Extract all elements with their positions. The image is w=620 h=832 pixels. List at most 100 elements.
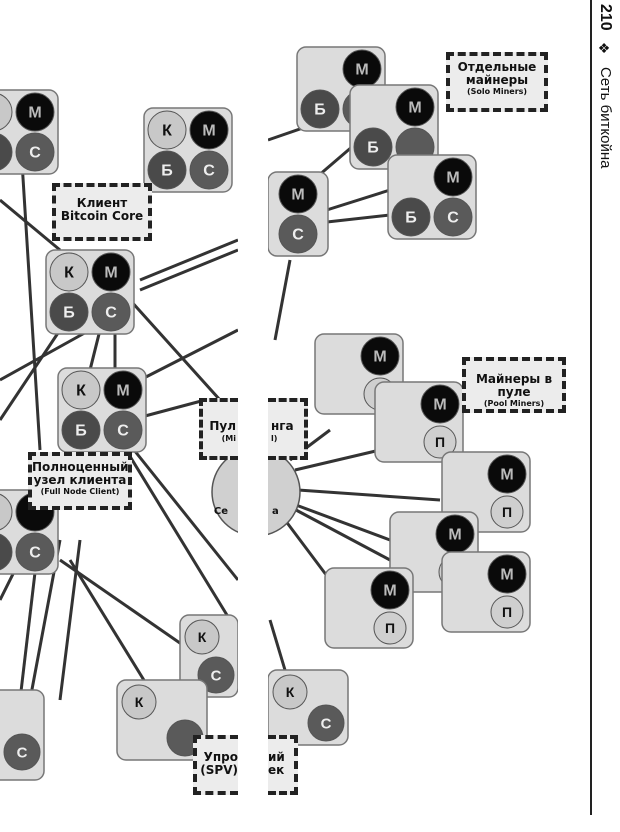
network-icon [91,292,131,332]
blockchain-glyph: Б [405,210,417,227]
label-solo-miners: Отдельные майнеры (Solo Miners) [446,52,548,112]
wallet-glyph: К [76,383,86,400]
network-glyph: С [321,715,332,732]
pool-protocol-icon [423,425,457,459]
edge-line [68,559,152,691]
wallet-glyph: К [286,684,295,700]
miner-icon [370,570,410,610]
blockchain-icon [61,410,101,450]
edge-line [139,238,239,282]
miner-glyph: М [446,170,459,187]
network-icon [433,197,473,237]
edge-line [128,444,240,581]
edge-line [295,503,391,542]
blockchain-icon [49,292,89,332]
miner-icon [360,336,400,376]
edge-line [297,488,441,502]
pool-protocol-icon [373,611,407,645]
edge-line [59,558,191,652]
miner-glyph: М [448,527,461,544]
network-glyph: С [211,667,222,684]
network-icon [15,532,55,572]
blockchain-icon [300,89,340,129]
miner-glyph: М [116,383,129,400]
network-icon [3,733,41,771]
wallet-icon [0,93,13,131]
label-full-node: Полноценный узел клиента (Full Node Clie… [28,452,132,510]
pool-protocol-glyph: П [385,620,395,636]
miner-glyph: М [28,105,41,122]
chapter-title: Сеть биткойна [597,67,614,169]
wallet-glyph: К [64,265,74,282]
edge-line [18,129,42,451]
blockchain-glyph: Б [314,102,326,119]
miner-icon [487,454,527,494]
miner-glyph: М [433,397,446,414]
separator-icon: ❖ [597,40,613,57]
miner-icon [420,384,460,424]
edge-line [0,328,91,382]
server-label-right: а [272,506,279,517]
network-icon [307,704,345,742]
miner-icon [103,370,143,410]
miner-glyph: М [202,123,215,140]
edge-line [88,329,102,371]
network-icon [189,150,229,190]
wallet-glyph: К [135,694,144,710]
blockchain-glyph: Б [367,140,379,157]
wallet-icon [61,370,101,410]
wallet-icon [147,110,187,150]
network-glyph: С [447,210,459,227]
miner-glyph: М [104,265,117,282]
blockchain-glyph: Б [161,163,173,180]
blockchain-glyph: Б [63,305,75,322]
network-glyph: С [292,227,304,244]
miner-icon [15,92,55,132]
wallet-icon [184,619,220,655]
label-pool-miners: Майнеры в пуле (Pool Miners) [462,357,566,413]
blockchain-icon [0,533,13,571]
pool-protocol-glyph: П [502,604,512,620]
running-header: 210 ❖ Сеть биткойна [596,4,614,169]
label-spv-right: ий ек [268,735,298,795]
page-gap [238,0,268,832]
page-number: 210 [597,4,614,31]
miner-glyph: М [383,583,396,600]
blockchain-icon [147,150,187,190]
edge-line [294,448,381,472]
wallet-icon [121,684,157,720]
blockchain-glyph: Б [75,423,87,440]
miner-icon [433,157,473,197]
label-mining-pool-right: нга l) [268,398,308,460]
edge-line [139,328,239,382]
miner-glyph: М [500,467,513,484]
edge-line [118,439,232,621]
server-label-left: Се [214,506,228,517]
network-node-shapes [0,46,531,781]
blockchain-icon [353,127,393,167]
wallet-icon [272,674,308,710]
edge-line [273,259,292,341]
miner-glyph: М [500,567,513,584]
network-glyph: С [203,163,215,180]
network-icon [15,132,55,172]
miner-icon [278,174,318,214]
wallet-glyph: К [162,123,172,140]
miner-icon [91,252,131,292]
edge-line [58,539,82,701]
miner-icon [395,87,435,127]
blockchain-icon [0,133,13,171]
wallet-glyph: К [198,629,207,645]
label-mining-pool-left: Пул (Mi [199,398,238,460]
blockchain-icon [391,197,431,237]
miner-glyph: М [373,349,386,366]
network-glyph: С [117,423,129,440]
edge-line [268,619,287,671]
wallet-icon [0,493,13,531]
network-glyph: С [29,545,41,562]
edge-line [0,329,62,421]
edge-line [0,198,61,252]
miner-glyph: М [291,187,304,204]
